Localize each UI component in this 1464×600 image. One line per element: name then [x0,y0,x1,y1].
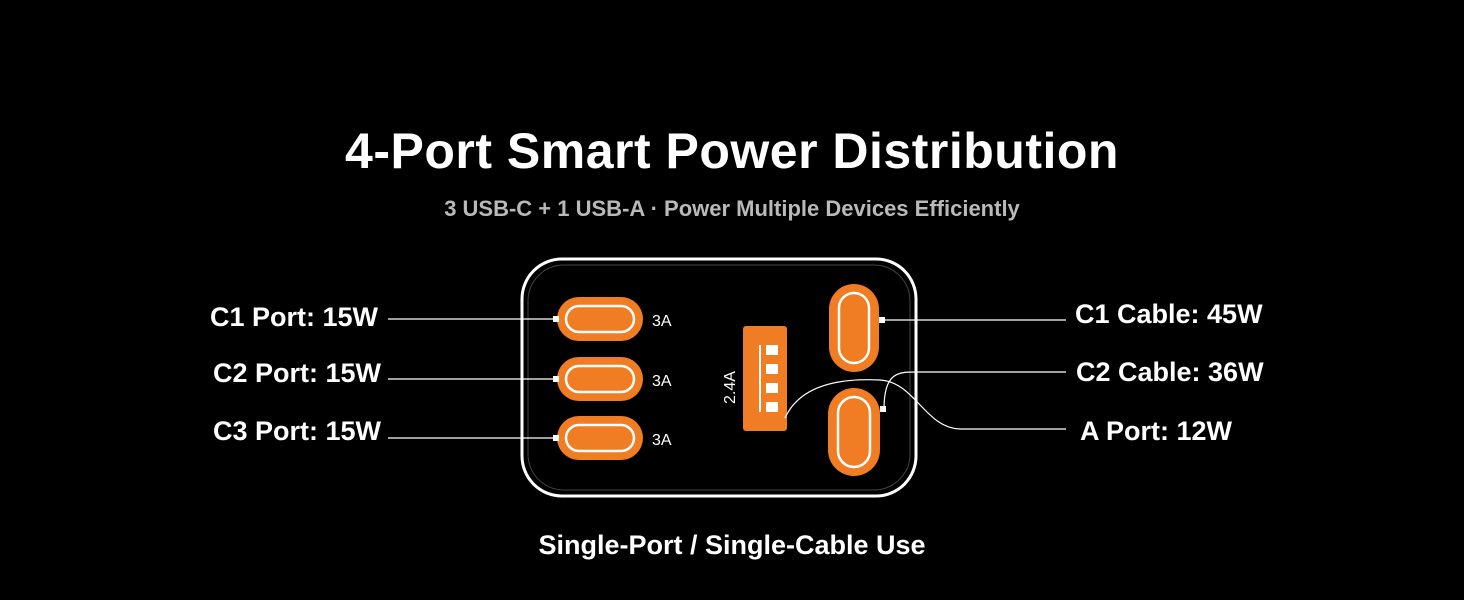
leader-line-c2-cable [883,371,1066,410]
usb-c-port-c1 [553,297,643,341]
label-c1-port: C1 Port: 15W [209,302,378,332]
label-a-port: A Port: 12W [1080,416,1233,446]
charger-inner-outline [527,264,911,491]
footer-caption: Single-Port / Single-Cable Use [538,530,926,560]
amp-label-c1: 3A [652,313,672,330]
usb-c-port-c3 [553,416,643,460]
label-c2-port: C2 Port: 15W [212,358,381,388]
usb-c-cable-c1 [829,284,885,372]
usb-a-port [743,326,787,431]
label-c3-port: C3 Port: 15W [212,416,381,446]
page-subtitle: 3 USB-C + 1 USB-A · Power Multiple Devic… [444,196,1020,221]
amp-label-c3: 3A [652,432,672,449]
amp-label-usb-a: 2.4A [722,371,739,404]
leader-line-a-port [784,379,1066,430]
usb-c-cable-c2 [828,388,886,476]
page-title: 4-Port Smart Power Distribution [345,123,1119,179]
usb-c-port-c2 [553,357,643,401]
amp-label-c2: 3A [652,373,672,390]
label-c2-cable: C2 Cable: 36W [1076,357,1264,387]
label-c1-cable: C1 Cable: 45W [1075,299,1263,329]
